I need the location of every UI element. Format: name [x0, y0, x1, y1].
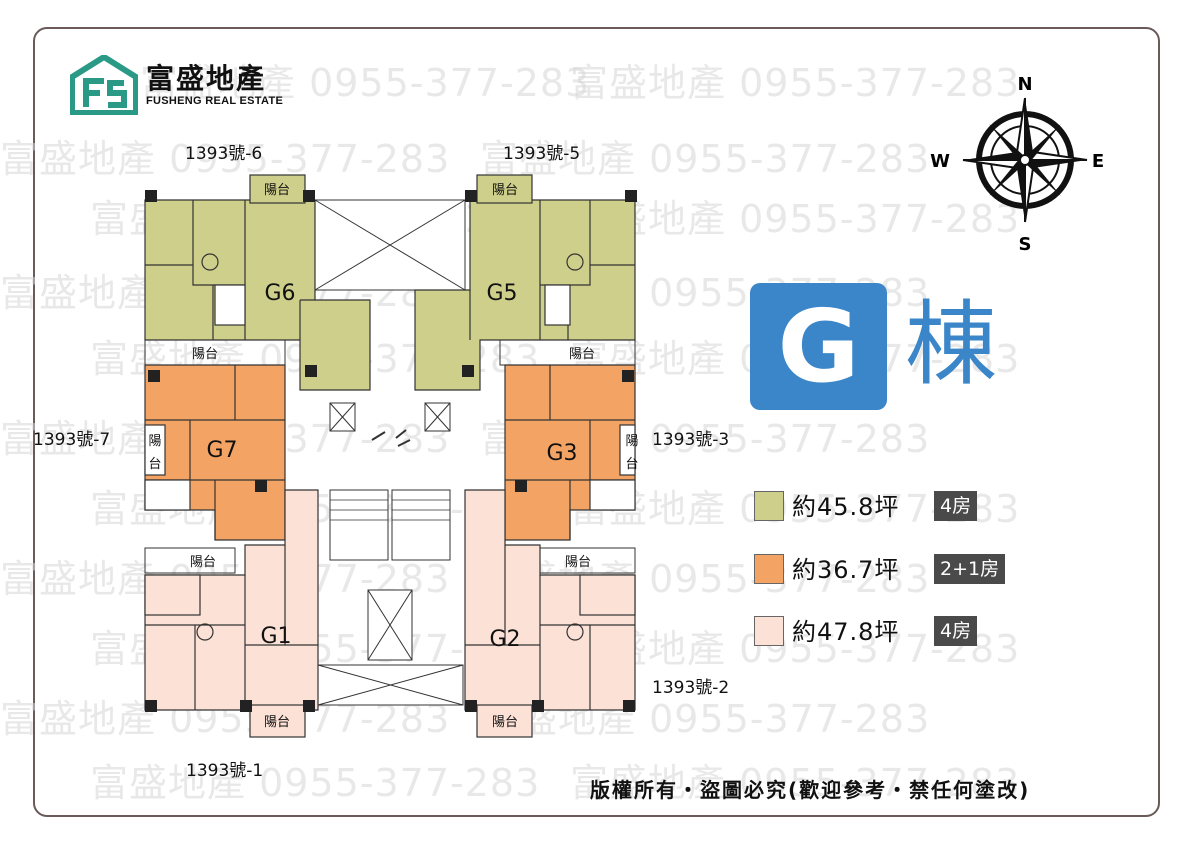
- company-name-cn: 富盛地產: [146, 62, 267, 95]
- company-logo: 富盛地產 FUSHENG REAL ESTATE: [70, 55, 290, 115]
- legend-swatch: [754, 616, 784, 646]
- building-badge: G: [750, 283, 887, 410]
- balcony-label: 陽台: [192, 347, 218, 362]
- compass-south: S: [1019, 234, 1032, 255]
- unit-g1: G1 陽台: [144, 489, 319, 738]
- unit-g5: G5 陽台: [414, 174, 637, 391]
- unit-number-g6: 1393號-6: [185, 144, 263, 164]
- unit-number-g2: 1393號-2: [652, 678, 730, 698]
- building-letter: G: [777, 288, 860, 405]
- unit-label-g2: G2: [489, 627, 520, 652]
- compass-east: E: [1092, 151, 1104, 172]
- central-core: [314, 199, 466, 706]
- building-suffix: 棟: [905, 291, 998, 398]
- unit-number-g5: 1393號-5: [503, 144, 581, 164]
- legend-swatch: [754, 554, 784, 584]
- balcony-label-bottom: 台: [148, 457, 161, 472]
- balcony-label-top: 陽: [148, 434, 161, 449]
- house-logo-icon: [70, 55, 138, 115]
- unit-number-g7: 1393號-7: [33, 430, 111, 450]
- unit-g7: G7 陽 台: [144, 364, 286, 541]
- balcony-label: 陽台: [264, 183, 290, 198]
- unit-g3: G3 陽 台: [504, 364, 639, 541]
- company-name-en: FUSHENG REAL ESTATE: [146, 95, 284, 107]
- compass-north: N: [1017, 74, 1032, 95]
- balcony-label: 陽台: [492, 715, 518, 730]
- unit-label-g6: G6: [264, 281, 295, 306]
- balcony-label: 陽台: [492, 183, 518, 198]
- legend-rooms: 4房: [934, 491, 978, 521]
- copyright-notice: 版權所有・盜圖必究(歡迎參考・禁任何塗改): [590, 778, 1031, 802]
- balcony-g1-small: [144, 547, 236, 574]
- balcony-label-bottom: 台: [625, 457, 638, 472]
- balcony-label-top: 陽: [625, 434, 638, 449]
- legend-rooms: 2+1房: [934, 554, 1006, 584]
- balcony-label: 陽台: [565, 555, 591, 570]
- legend-area: 約36.7坪: [792, 556, 900, 584]
- balcony-g5-small: [499, 339, 636, 366]
- balcony-label: 陽台: [190, 555, 216, 570]
- unit-number-g3: 1393號-3: [652, 430, 730, 450]
- legend-rooms: 4房: [934, 616, 978, 646]
- unit-label-g7: G7: [206, 438, 237, 463]
- unit-g2: G2 陽台: [464, 489, 636, 738]
- balcony-label: 陽台: [569, 347, 595, 362]
- unit-g6: G6 陽台: [144, 174, 371, 391]
- unit-label-g3: G3: [546, 441, 577, 466]
- page-frame: [33, 27, 1160, 817]
- unit-number-g1: 1393號-1: [186, 761, 264, 781]
- legend-area: 約45.8坪: [792, 493, 900, 521]
- legend-area: 約47.8坪: [792, 618, 900, 646]
- balcony-label: 陽台: [264, 715, 290, 730]
- compass-west: W: [930, 151, 950, 172]
- compass-rose-icon: N S W E: [930, 74, 1104, 255]
- legend-swatch: [754, 491, 784, 521]
- unit-label-g5: G5: [486, 281, 517, 306]
- unit-label-g1: G1: [260, 624, 291, 649]
